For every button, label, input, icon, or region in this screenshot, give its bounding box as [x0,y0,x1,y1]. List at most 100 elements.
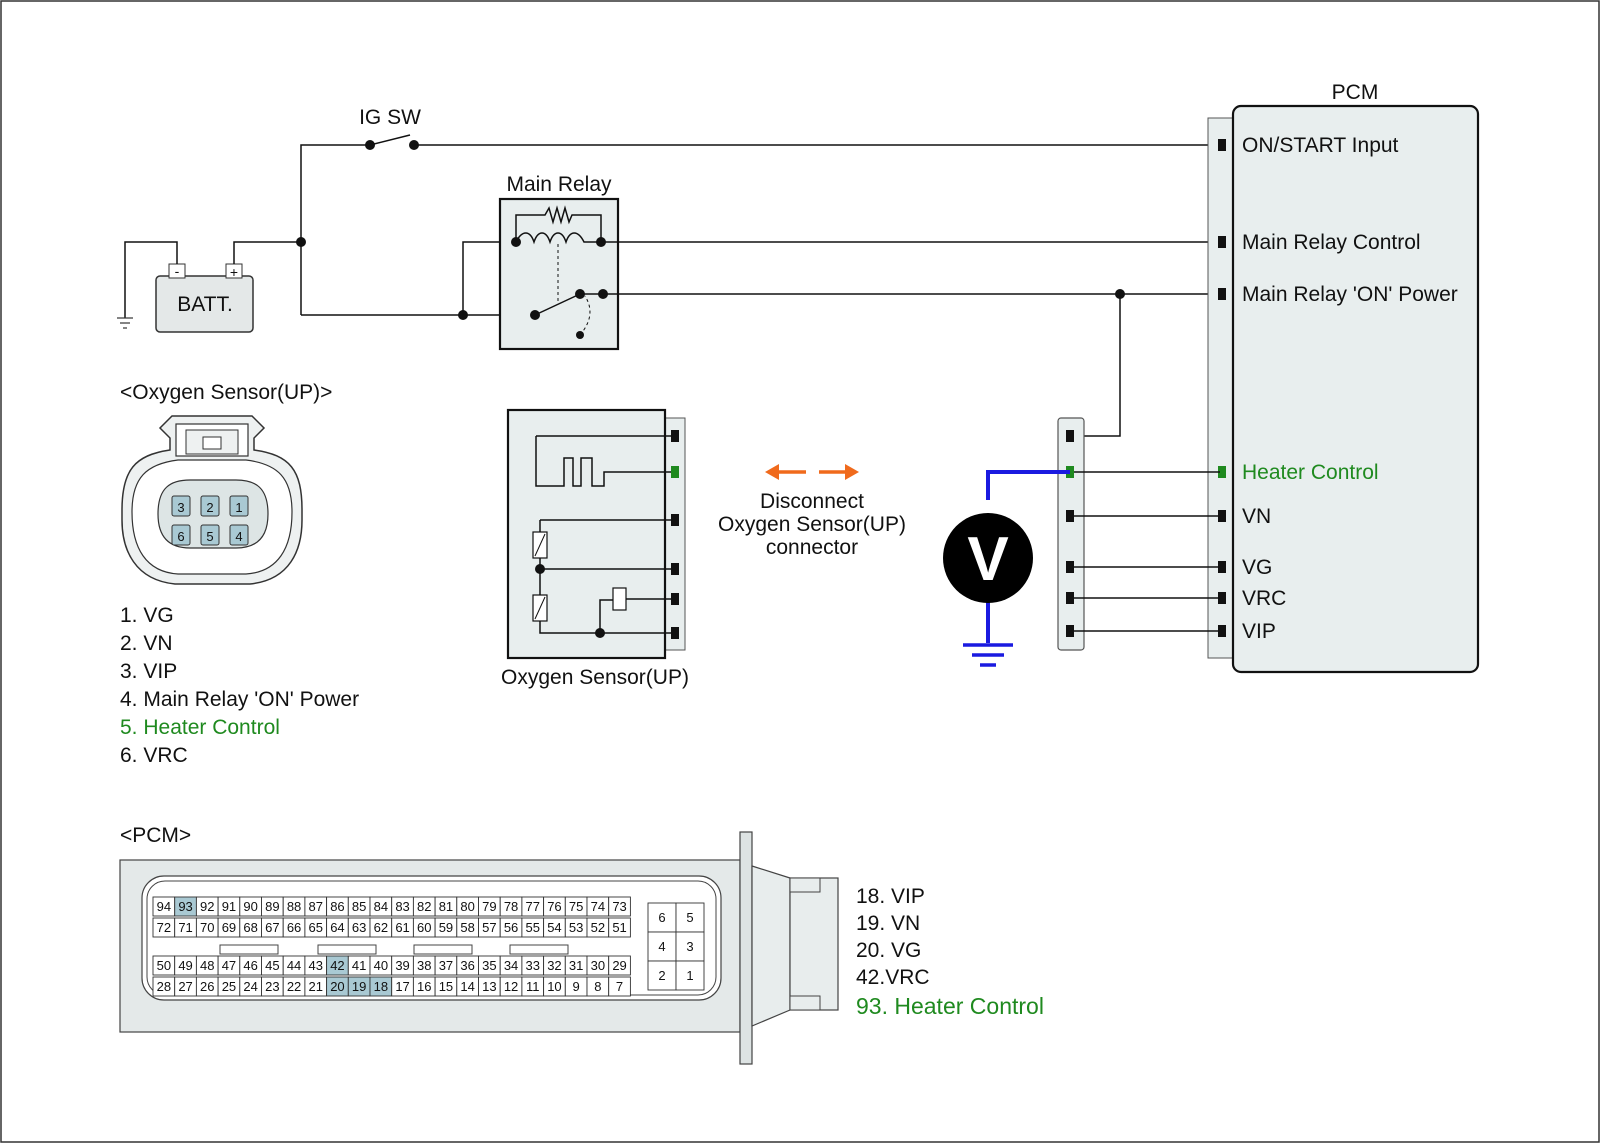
pcm-connector-pin-number: 92 [200,899,214,914]
pcm-pin-label: ON/START Input [1242,134,1399,157]
oxygen-sensor-pin-item: 1. VG [120,604,174,627]
pcm-connector-pin-number: 53 [569,920,583,935]
pcm-connector-pin-number: 72 [157,920,171,935]
pcm-connector-pin-number: 41 [352,958,366,973]
pcm-connector-pin-number: 65 [309,920,323,935]
harness-pin-terminal [1066,592,1074,604]
pcm-connector-pin-number: 19 [352,979,366,994]
pcm-connector-pin-number: 44 [287,958,301,973]
voltmeter-probe-wire [986,470,1070,500]
pcm-connector-pin-number: 62 [374,920,388,935]
pcm-connector-pin-number: 37 [439,958,453,973]
harness-pin-terminal [1066,625,1074,637]
disconnect-arrows [765,464,859,480]
pcm-connector-pin-number: 86 [330,899,344,914]
pcm-connector-pin-number: 88 [287,899,301,914]
pcm-connector-pin-number: 9 [573,979,580,994]
pcm-connector-small-pin-number: 2 [658,968,665,983]
pcm-pin-terminal [1218,592,1226,604]
pcm-connector-pin-number: 57 [482,920,496,935]
relay-power-to-connector-wire [1070,294,1121,437]
pcm-pin-terminal [1218,236,1226,248]
pcm-connector-pin-number: 64 [330,920,344,935]
pcm-connector-pin-number: 42 [330,958,344,973]
pcm-connector-pin-number: 63 [352,920,366,935]
pcm-connector-pin [608,896,631,917]
harness-pin-terminal [1066,510,1074,522]
connector-pin [171,524,191,546]
pcm-connector-pin-number: 43 [309,958,323,973]
pcm-connector-pin-number: 52 [591,920,605,935]
voltmeter-icon [943,513,1033,603]
oxygen-sensor-label: Oxygen Sensor(UP) [501,666,689,689]
pcm-pin-terminal [1218,625,1226,637]
pcm-connector-pin-number: 56 [504,920,518,935]
pcm-connector-pin-number: 25 [222,979,236,994]
pcm-connector-pin-number: 47 [222,958,236,973]
pcm-pin-item: 20. VG [856,939,921,962]
pcm-connector-pin-number: 33 [526,958,540,973]
pcm-connector-pin-number: 51 [612,920,626,935]
main-relay-label: Main Relay [506,173,612,196]
pcm-connector-pin-number: 8 [594,979,601,994]
pcm-connector-pin [608,917,631,938]
oxygen-sensor-title: <Oxygen Sensor(UP)> [120,381,332,404]
pcm-connector-pin-number: 89 [265,899,279,914]
pcm-connector-pin-number: 55 [526,920,540,935]
sensor-pin-terminal [671,593,679,605]
pcm-pin-terminal [1218,466,1226,478]
pcm-connector-pin-number: 49 [178,958,192,973]
battery-ground-wire [124,241,178,318]
pcm-connector-small-pin-number: 4 [658,939,665,954]
connector-pin [229,524,249,546]
pcm-connector-pin-number: 61 [395,920,409,935]
battery-plus-label: + [230,264,238,280]
pcm-connector-pin-number: 32 [547,958,561,973]
pcm-connector-pin-number: 69 [222,920,236,935]
sensor-harness-connector [1057,417,1085,651]
pcm-pin-label: Heater Control [1242,461,1379,484]
connector-pin-number: 2 [206,500,213,515]
ground-icon [963,643,1013,667]
connector-pin-number: 1 [235,500,242,515]
pcm-pin-label: VRC [1242,587,1286,610]
pcm-connector-pin-number: 81 [439,899,453,914]
battery: - + BATT. [155,263,254,333]
pcm-connector-pin-number: 50 [157,958,171,973]
connector-pin [229,495,249,517]
main-relay [498,197,620,351]
pcm-pin-label: VN [1242,505,1271,528]
pcm-connector-small-pin-number: 3 [686,939,693,954]
pcm-connector-pin-number: 68 [243,920,257,935]
pcm-pin-item: 42.VRC [856,966,930,989]
pcm-connector-pin-number: 7 [616,979,623,994]
disconnect-line-2: Oxygen Sensor(UP) [718,513,906,536]
voltmeter-label: V [967,525,1008,594]
pcm-connector-pin-number: 18 [374,979,388,994]
ig-switch-label: IG SW [359,106,421,129]
disconnect-line-3: connector [766,536,858,559]
pcm-connector-pin-number: 34 [504,958,518,973]
pcm-pin-item: 18. VIP [856,885,925,908]
pcm-connector-title: <PCM> [120,824,191,847]
connector-pin-number: 4 [235,529,242,544]
pcm-connector-pin-number: 83 [395,899,409,914]
pcm-pin-terminal [1218,561,1226,573]
pcm-connector-pin-number: 94 [157,899,171,914]
connector-pin [171,495,191,517]
pcm-connector-pin-number: 67 [265,920,279,935]
battery-plus-wire [233,241,301,264]
pcm-connector-small-pin-number: 5 [686,910,693,925]
pcm-connector-pin-number: 77 [526,899,540,914]
pcm-connector-pin-number: 30 [591,958,605,973]
pcm-connector [119,831,839,1065]
harness-pin-terminal [1066,430,1074,442]
pcm-connector-pin-number: 17 [395,979,409,994]
pcm-pin-item: 93. Heater Control [856,993,1044,1019]
ig-feed-wire [300,144,368,315]
battery-ground-icon [117,317,133,329]
